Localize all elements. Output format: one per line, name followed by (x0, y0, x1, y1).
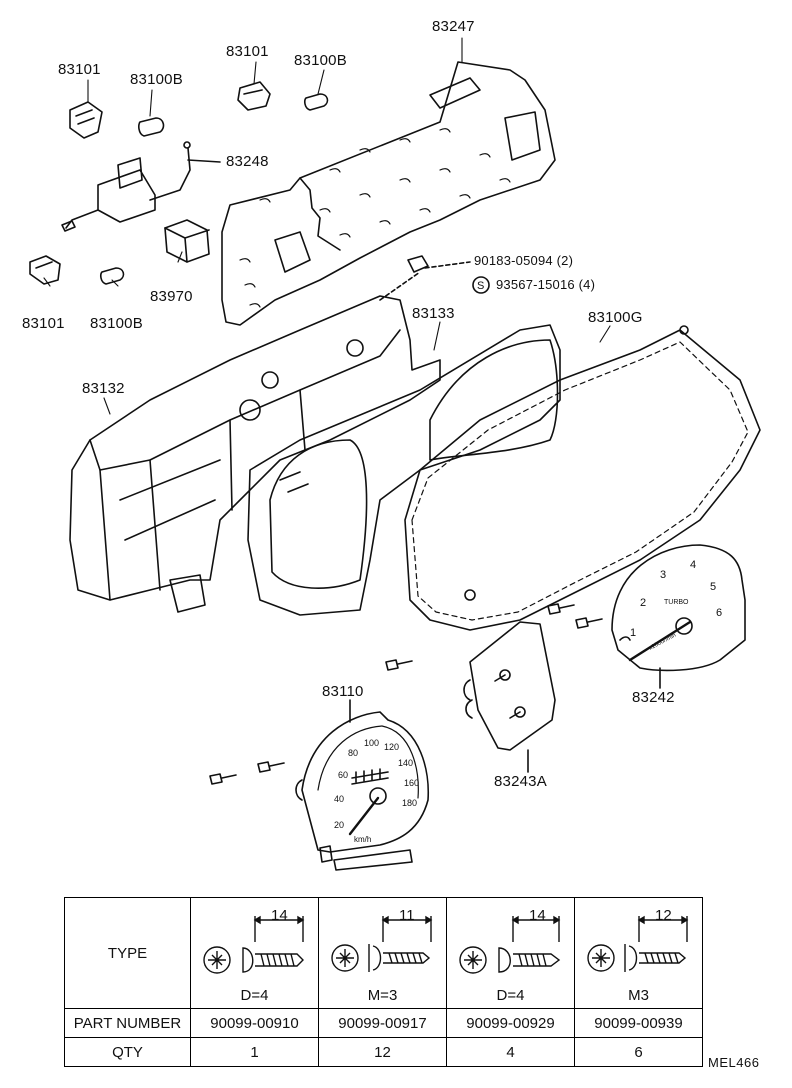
spec-4: M3 (628, 987, 649, 1004)
bulb-83100b-top (304, 93, 329, 111)
part-number-2: 90099-00917 (318, 1008, 447, 1038)
leader-screw (379, 271, 421, 301)
speed-tick-180: 180 (402, 798, 417, 808)
printed-circuit-board-83247 (221, 61, 556, 326)
case-housing-83132 (69, 295, 441, 613)
dim-1: 14 (271, 907, 288, 924)
screw-90183 (407, 255, 429, 273)
bulb-83100b-top-left (138, 117, 165, 137)
socket-83101-top-left (69, 101, 103, 139)
screws (209, 603, 603, 785)
label-83133: 83133 (412, 305, 455, 322)
label-90183: 90183-05094 (2) (474, 253, 574, 268)
label-83101-b: 83101 (226, 43, 269, 60)
qty-1: 1 (190, 1037, 319, 1067)
type-row: TYPE 14 D=4 11 (64, 897, 703, 1009)
label-83100b-b: 83100B (294, 52, 347, 69)
tach-unit: x1000r/min (648, 633, 677, 652)
leader-lines (43, 37, 611, 415)
screw-washer-head-icon (331, 915, 433, 972)
tach-turbo-text: TURBO (664, 599, 689, 606)
type-header: TYPE (64, 897, 191, 1009)
speed-tick-160: 160 (404, 778, 419, 788)
label-83242: 83242 (632, 689, 675, 706)
socket-83101-bottom (29, 255, 61, 285)
bulb-83100b-bottom (100, 267, 125, 285)
label-83100b-a: 83100B (130, 71, 183, 88)
label-83110: 83110 (322, 683, 364, 700)
dim-4: 12 (655, 907, 672, 924)
speed-unit: km/h (354, 835, 371, 844)
qty-3: 4 (446, 1037, 575, 1067)
diagram-code: MEL466 (708, 1055, 760, 1070)
speed-tick-120: 120 (384, 742, 399, 752)
speed-tick-140: 140 (398, 758, 413, 768)
tach-tick-1: 1 (630, 627, 636, 639)
part-number-header: PART NUMBER (64, 1008, 191, 1038)
special-screw-marker (472, 276, 490, 294)
speed-tick-40: 40 (334, 794, 344, 804)
qty-header: QTY (64, 1037, 191, 1067)
label-93567: 93567-15016 (4) (496, 277, 596, 292)
socket-harness-83248 (61, 141, 221, 232)
speed-tick-80: 80 (348, 748, 358, 758)
label-83248: 83248 (226, 153, 269, 170)
label-83247: 83247 (432, 18, 475, 35)
label-83132: 83132 (82, 380, 125, 397)
speed-tick-60: 60 (338, 770, 348, 780)
screw-spec-table: TYPE 14 D=4 11 (64, 897, 703, 1067)
leader-90183 (424, 261, 471, 269)
part-number-1: 90099-00910 (190, 1008, 319, 1038)
spec-3: D=4 (496, 987, 525, 1004)
tach-tick-5: 5 (710, 581, 716, 593)
type-cell-1: 14 D=4 (190, 897, 319, 1009)
part-number-3: 90099-00929 (446, 1008, 575, 1038)
dim-2: 11 (399, 907, 415, 924)
label-83100b-c: 83100B (90, 315, 143, 332)
label-83243a: 83243A (494, 773, 547, 790)
tach-tick-2: 2 (640, 597, 646, 609)
qty-4: 6 (574, 1037, 703, 1067)
screw-pan-head-icon (203, 915, 305, 974)
speed-tick-100: 100 (364, 738, 379, 748)
exploded-parts-diagram: 1 2 3 4 5 6 TURBO x1000r/min 20 40 60 80… (29, 37, 761, 871)
qty-2: 12 (318, 1037, 447, 1067)
dim-3: 14 (529, 907, 546, 924)
screw-tapping-icon (459, 915, 561, 974)
speedometer-83110 (295, 711, 430, 871)
speed-tick-20: 20 (334, 820, 344, 830)
qty-row: QTY 1 12 4 6 (64, 1037, 703, 1067)
type-cell-3: 14 D=4 (446, 897, 575, 1009)
tachometer-83242 (611, 544, 746, 672)
socket-83101-top (237, 81, 271, 111)
meter-hood-83133 (247, 324, 561, 616)
meter-glass-83100g (404, 325, 761, 631)
special-screw-marker-letter: S (477, 280, 484, 292)
screw-flange-icon (587, 915, 689, 972)
part-number-4: 90099-00939 (574, 1008, 703, 1038)
fuel-temp-gauge-83243a (463, 621, 556, 751)
type-cell-4: 12 M3 (574, 897, 703, 1009)
spec-1: D=4 (240, 987, 269, 1004)
tach-tick-6: 6 (716, 607, 722, 619)
type-cell-2: 11 M=3 (318, 897, 447, 1009)
part-number-row: PART NUMBER 90099-00910 90099-00917 9009… (64, 1008, 703, 1038)
label-83101-a: 83101 (58, 61, 101, 78)
tach-tick-4: 4 (690, 559, 696, 571)
label-83970: 83970 (150, 288, 193, 305)
relay-83970 (164, 219, 210, 263)
spec-2: M=3 (367, 987, 398, 1004)
label-83100g: 83100G (588, 309, 643, 326)
tach-tick-3: 3 (660, 569, 666, 581)
label-83101-c: 83101 (22, 315, 65, 332)
